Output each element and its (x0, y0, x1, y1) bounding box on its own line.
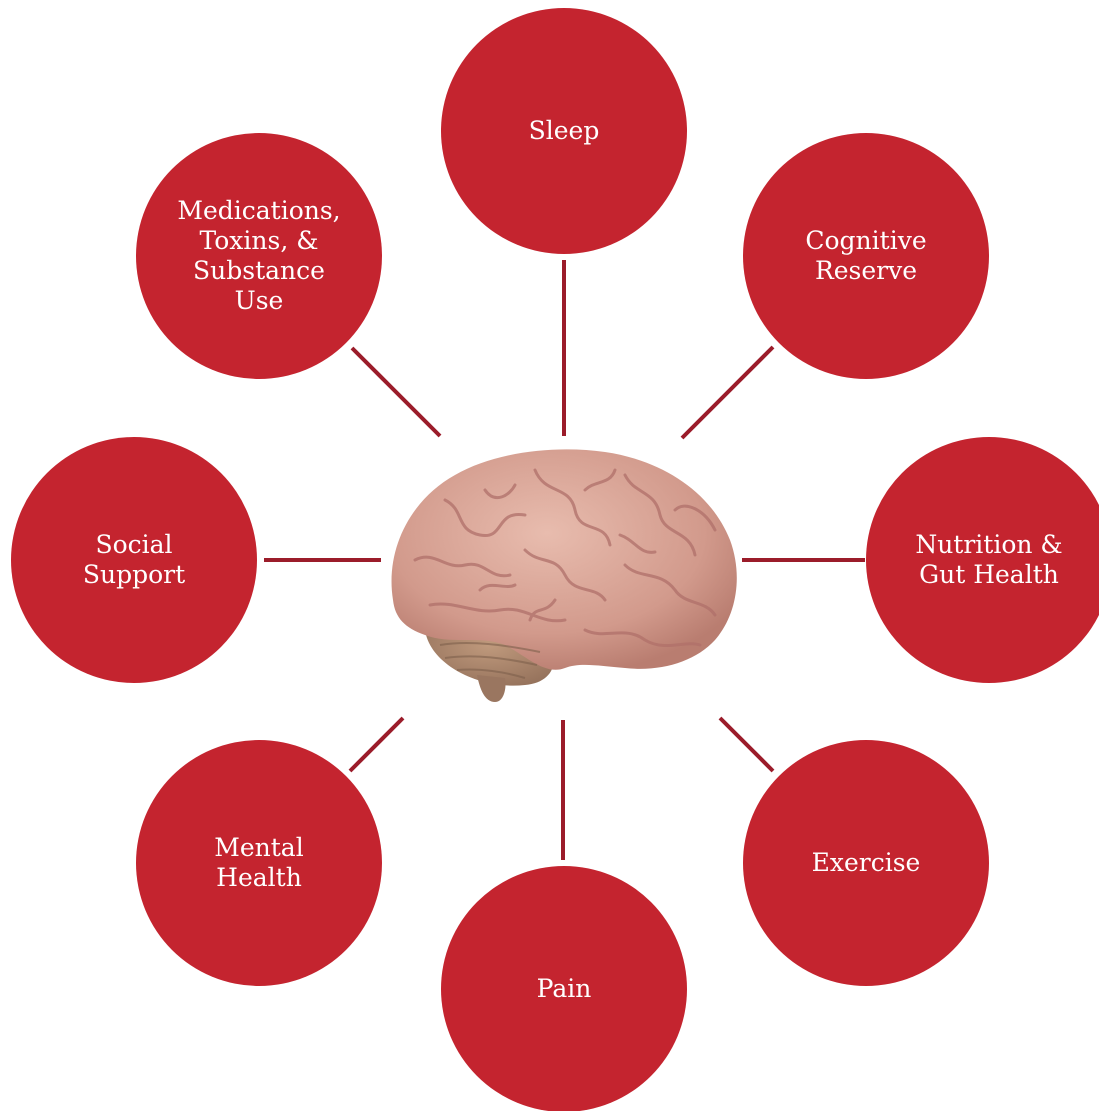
connector-exercise (718, 716, 775, 773)
factor-exercise: Exercise (743, 740, 989, 986)
factor-nutrition-gut-health: Nutrition & Gut Health (866, 437, 1099, 683)
factor-label-medications-toxins-substance-use: Medications, Toxins, & Substance Use (177, 196, 341, 315)
factor-pain: Pain (441, 866, 687, 1111)
factor-cognitive-reserve: Cognitive Reserve (743, 133, 989, 379)
factor-medications-toxins-substance-use: Medications, Toxins, & Substance Use (136, 133, 382, 379)
brain-folds (413, 468, 717, 648)
connector-cognitive-reserve (680, 345, 775, 440)
factor-label-mental-health: Mental Health (214, 833, 304, 892)
cerebrum-shape (391, 449, 737, 670)
factor-label-social-support: Social Support (82, 530, 186, 589)
factor-social-support: Social Support (11, 437, 257, 683)
factor-label-exercise: Exercise (811, 848, 921, 877)
cerebellum-folds (439, 641, 541, 679)
factor-sleep: Sleep (441, 8, 687, 254)
factor-label-cognitive-reserve: Cognitive Reserve (805, 226, 927, 285)
factor-label-sleep: Sleep (528, 116, 600, 145)
factor-label-nutrition-gut-health: Nutrition & Gut Health (915, 530, 1063, 589)
factor-label-pain: Pain (536, 974, 592, 1003)
connector-mental-health (348, 716, 405, 773)
factor-mental-health: Mental Health (136, 740, 382, 986)
brain-icon (391, 449, 737, 702)
brainstem-shape (477, 675, 506, 702)
connector-medications (350, 346, 442, 438)
